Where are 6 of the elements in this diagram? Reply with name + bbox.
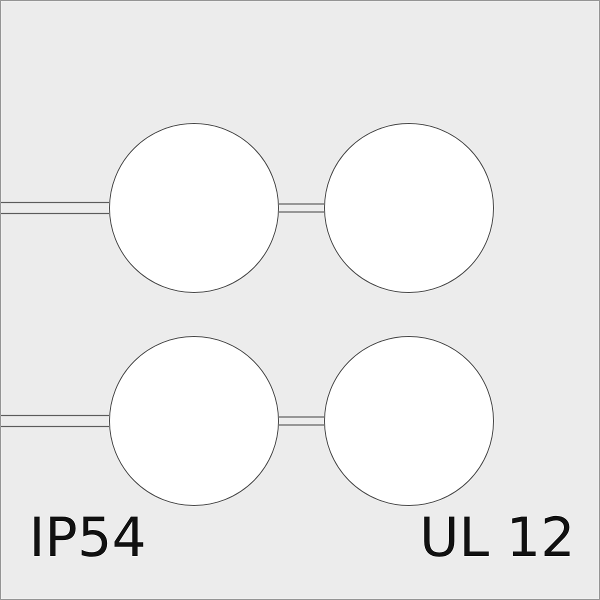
double-line-bar [1,414,110,428]
rating-label: IP54 [29,506,146,571]
double-line-bar [1,202,110,214]
double-line-bar [278,416,325,426]
rating-label: UL 12 [420,506,575,571]
double-line-bar [278,203,325,213]
